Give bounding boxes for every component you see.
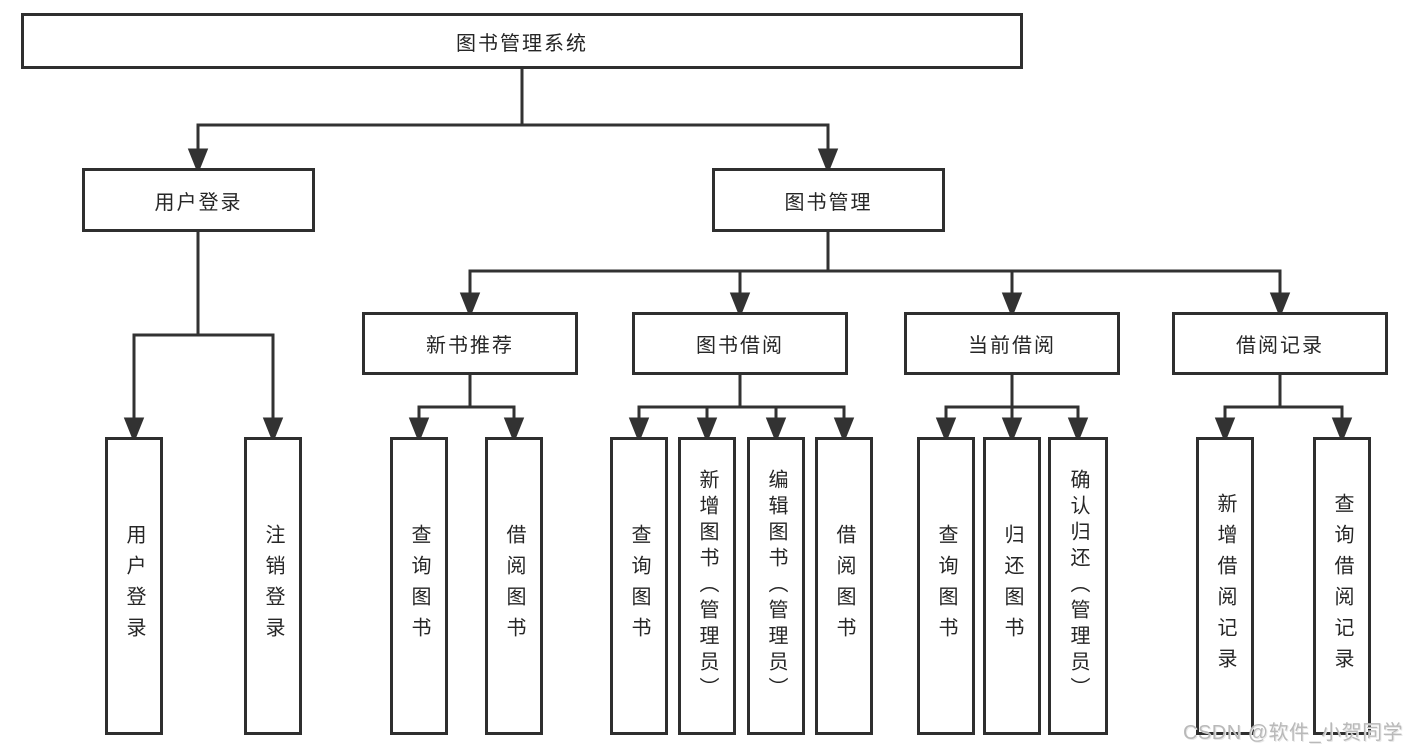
node-book-management: 图书管理	[712, 168, 945, 232]
node-bb-add-book: 新增图书（管理员）	[678, 437, 736, 735]
node-current-borrow-label: 当前借阅	[968, 335, 1056, 357]
csdn-watermark: CSDN @软件_小贺同学	[1183, 722, 1404, 744]
node-new-book-recommend: 新书推荐	[362, 312, 578, 375]
node-cb-confirm-return: 确认归还（管理员）	[1048, 437, 1108, 735]
node-bb-query-book-label: 查询图书	[628, 524, 650, 648]
node-br-add-record: 新增借阅记录	[1196, 437, 1254, 735]
node-leaf-user-login: 用户登录	[105, 437, 163, 735]
node-borrow-record: 借阅记录	[1172, 312, 1388, 375]
node-book-management-label: 图书管理	[784, 191, 873, 214]
node-nb-query-book-label: 查询图书	[408, 524, 430, 648]
node-root: 图书管理系统	[21, 13, 1023, 69]
node-br-add-record-label: 新增借阅记录	[1214, 493, 1236, 679]
node-bb-edit-book-label: 编辑图书（管理员）	[765, 469, 787, 703]
node-leaf-logout-label: 注销登录	[262, 524, 284, 648]
node-bb-borrow-book-label: 借阅图书	[833, 524, 855, 648]
node-nb-query-book: 查询图书	[390, 437, 448, 735]
connector-borrowrecord-to-leaves	[1214, 373, 1353, 444]
node-leaf-logout: 注销登录	[244, 437, 302, 735]
connector-currentborrow-to-leaves	[935, 373, 1089, 444]
node-nb-borrow-book: 借阅图书	[485, 437, 543, 735]
node-cb-query-book-label: 查询图书	[935, 524, 957, 648]
node-borrow-record-label: 借阅记录	[1236, 335, 1324, 357]
connector-root-to-level2	[187, 66, 839, 175]
node-bb-add-book-label: 新增图书（管理员）	[696, 469, 718, 703]
node-br-query-record: 查询借阅记录	[1313, 437, 1371, 735]
node-book-borrow: 图书借阅	[632, 312, 848, 375]
connector-bookborrow-to-leaves	[628, 373, 855, 444]
node-cb-return-book-label: 归还图书	[1001, 524, 1023, 648]
node-cb-confirm-return-label: 确认归还（管理员）	[1067, 469, 1089, 703]
node-book-borrow-label: 图书借阅	[696, 335, 784, 357]
node-cb-query-book: 查询图书	[917, 437, 975, 735]
node-new-book-recommend-label: 新书推荐	[426, 335, 514, 357]
node-user-login: 用户登录	[82, 168, 315, 232]
connector-bookmgmt-to-level3	[459, 230, 1291, 319]
node-nb-borrow-book-label: 借阅图书	[503, 524, 525, 648]
node-user-login-label: 用户登录	[154, 191, 243, 214]
node-leaf-user-login-label: 用户登录	[123, 524, 145, 648]
node-root-label: 图书管理系统	[456, 32, 588, 55]
connector-userlogin-to-leaves	[123, 230, 284, 444]
node-bb-borrow-book: 借阅图书	[815, 437, 873, 735]
node-bb-edit-book: 编辑图书（管理员）	[747, 437, 805, 735]
node-br-query-record-label: 查询借阅记录	[1331, 493, 1353, 679]
node-current-borrow: 当前借阅	[904, 312, 1120, 375]
connector-newbook-to-leaves	[408, 373, 525, 444]
node-cb-return-book: 归还图书	[983, 437, 1041, 735]
node-bb-query-book: 查询图书	[610, 437, 668, 735]
